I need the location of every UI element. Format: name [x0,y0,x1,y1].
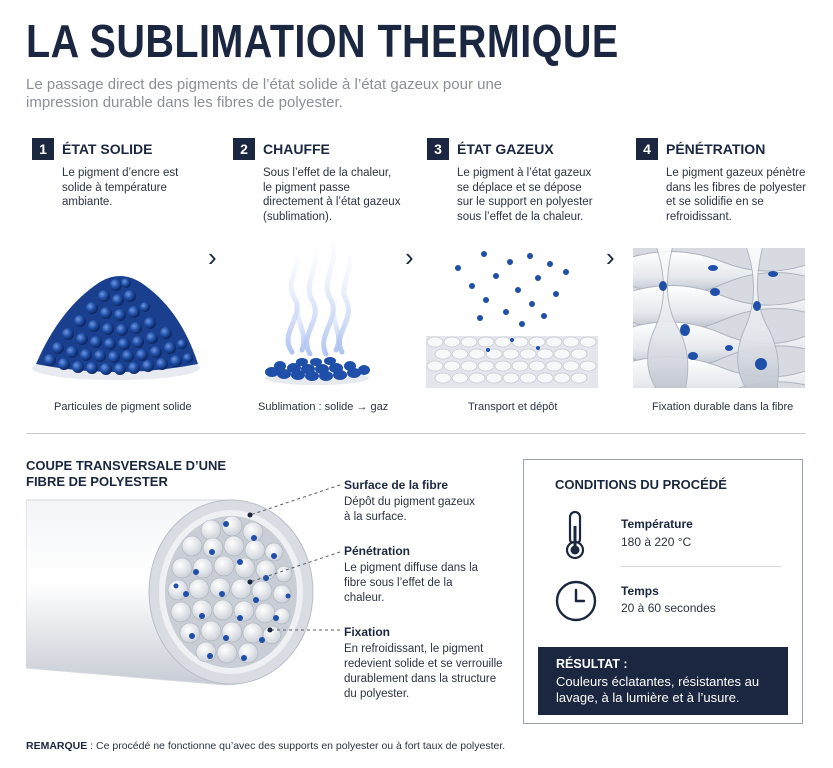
step-1-caption: Particules de pigment solide [54,401,192,413]
thermometer-icon [565,510,585,560]
temperature-label: Température [621,517,693,531]
sublimation-vapor-illustration [265,233,370,385]
step-2-description: Sous l’effet de la chaleur, le pigment p… [263,167,401,223]
step-4-caption: Fixation durable dans la fibre [652,401,794,413]
annotation-penetration-title: Pénétration [344,544,411,558]
annotation-fixation-title: Fixation [344,625,391,639]
annotation-surface-title: Surface de la fibre [344,478,449,492]
page-subtitle: Le passage direct des pigments de l’état… [26,76,503,111]
annotation-leader-lines [247,484,341,633]
footnote-label: REMARQUE [26,740,88,752]
step-2-badge: 2 [233,138,255,160]
annotation-fixation-text: En refroidissant, le pigment redevient s… [344,643,503,700]
step-4-description: Le pigment gazeux pénètre dans les fibre… [666,167,806,223]
footnote: REMARQUE : Ce procédé ne fonctionne qu’a… [26,740,505,752]
step-3-title: ÉTAT GAZEUX [457,141,554,157]
conditions-divider [621,566,781,567]
polyester-fiber-cross-section-illustration [26,499,314,686]
step-3-caption: Transport et dépôt [468,401,558,413]
footnote-text: : Ce procédé ne fonctionne qu’avec des s… [87,740,506,752]
result-banner: RÉSULTAT : Couleurs éclatantes, résistan… [538,647,788,715]
step-2-caption: Sublimation : solide → gaz [258,401,389,413]
annotation-penetration-text: Le pigment diffuse dans la fibre sous l’… [344,562,479,604]
time-label: Temps [621,584,659,598]
chevron-right-icon: › [405,242,414,272]
step-1-description: Le pigment d’encre est solide à températ… [62,167,179,208]
result-text: Couleurs éclatantes, résistantes au lava… [556,674,760,705]
chevron-right-icon: › [606,242,615,272]
time-value: 20 à 60 secondes [621,601,716,615]
gas-deposition-illustration [426,251,598,388]
section-divider [26,433,806,434]
cross-section-title: COUPE TRANSVERSALE D’UNE FIBRE DE POLYES… [26,458,227,489]
step-2-title: CHAUFFE [263,141,330,157]
step-1-badge: 1 [32,138,54,160]
clock-icon [555,580,597,622]
chevron-right-icon: › [208,242,217,272]
step-1-title: ÉTAT SOLIDE [62,141,153,157]
conditions-title: CONDITIONS DU PROCÉDÉ [555,477,727,492]
step-4-badge: 4 [636,138,658,160]
page-title: LA SUBLIMATION THERMIQUE [26,15,619,67]
solid-pigment-pile-illustration [32,276,200,380]
step-4-title: PÉNÉTRATION [666,141,766,157]
temperature-value: 180 à 220 °C [621,535,692,549]
step-3-description: Le pigment à l’état gazeux se déplace et… [457,167,593,223]
annotation-surface-text: Dépôt du pigment gazeux à la surface. [344,496,476,523]
fiber-penetration-illustration [633,248,805,388]
result-title: RÉSULTAT : [556,657,628,671]
step-3-badge: 3 [427,138,449,160]
